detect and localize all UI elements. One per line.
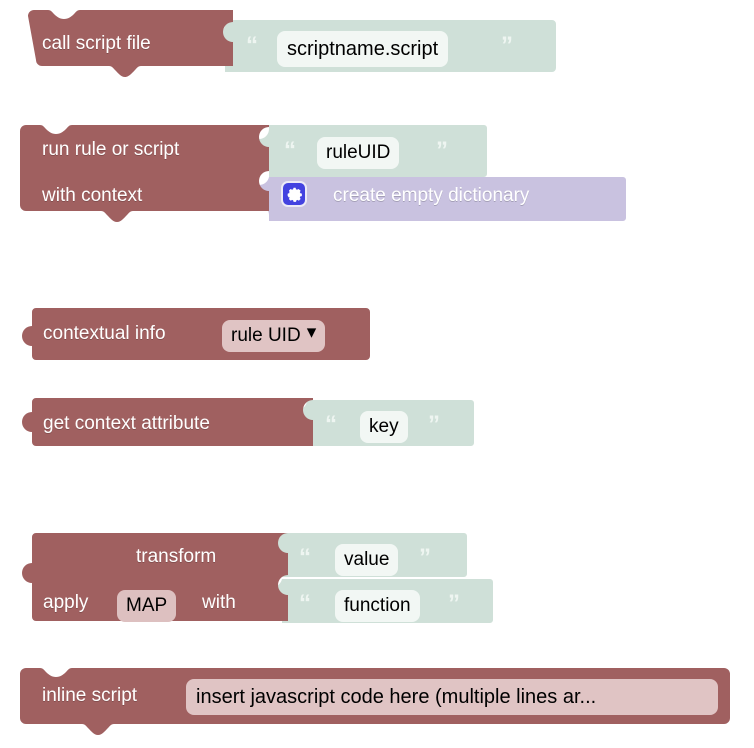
script-name-field[interactable]: scriptname.script bbox=[277, 31, 449, 67]
statement-body bbox=[20, 125, 269, 222]
contextual-info-dropdown[interactable]: rule UID▾ bbox=[222, 320, 326, 352]
gear-icon-glyph bbox=[287, 187, 302, 202]
contextual-info-dropdown-value: rule UID bbox=[231, 325, 301, 346]
block-label: get context attribute bbox=[43, 413, 210, 434]
open-quote-glyph-row1: “ bbox=[284, 137, 296, 164]
block-label: contextual info bbox=[43, 323, 166, 344]
chevron-down-icon: ▾ bbox=[306, 322, 317, 343]
open-quote-glyph-row2: “ bbox=[299, 590, 311, 617]
create-empty-dictionary-label: create empty dictionary bbox=[333, 185, 530, 206]
block-label-row1: transform bbox=[136, 546, 217, 567]
open-quote-glyph: “ bbox=[246, 32, 258, 59]
block-label-row1: run rule or script bbox=[42, 139, 180, 160]
reporter-body bbox=[22, 533, 288, 621]
transform-shape bbox=[22, 533, 493, 623]
close-quote-glyph: ” bbox=[428, 411, 440, 438]
close-quote-glyph-row2: ” bbox=[448, 590, 460, 617]
inline-script-code-field[interactable]: insert javascript code here (multiple li… bbox=[186, 679, 718, 715]
open-quote-glyph: “ bbox=[325, 411, 337, 438]
block-label-row2-pre: apply bbox=[43, 592, 89, 613]
value-field[interactable]: value bbox=[335, 544, 399, 576]
statement-body bbox=[28, 10, 233, 77]
close-quote-glyph: ” bbox=[501, 32, 513, 59]
key-field[interactable]: key bbox=[360, 411, 408, 443]
block-label: inline script bbox=[42, 685, 138, 706]
block-label: call script file bbox=[42, 33, 151, 54]
value-slot-purple bbox=[249, 177, 626, 221]
open-quote-glyph-row1: “ bbox=[299, 544, 311, 571]
close-quote-glyph-row1: ” bbox=[436, 137, 448, 164]
rule-uid-field[interactable]: ruleUID bbox=[317, 137, 400, 169]
transform-function-dropdown[interactable]: MAP bbox=[117, 590, 177, 622]
gear-icon[interactable] bbox=[281, 181, 307, 207]
reporter-body bbox=[22, 398, 313, 446]
block-label-row2-post: with bbox=[202, 592, 236, 613]
block-label-row2: with context bbox=[42, 185, 143, 206]
function-field[interactable]: function bbox=[335, 590, 420, 622]
close-quote-glyph-row1: ” bbox=[419, 544, 431, 571]
